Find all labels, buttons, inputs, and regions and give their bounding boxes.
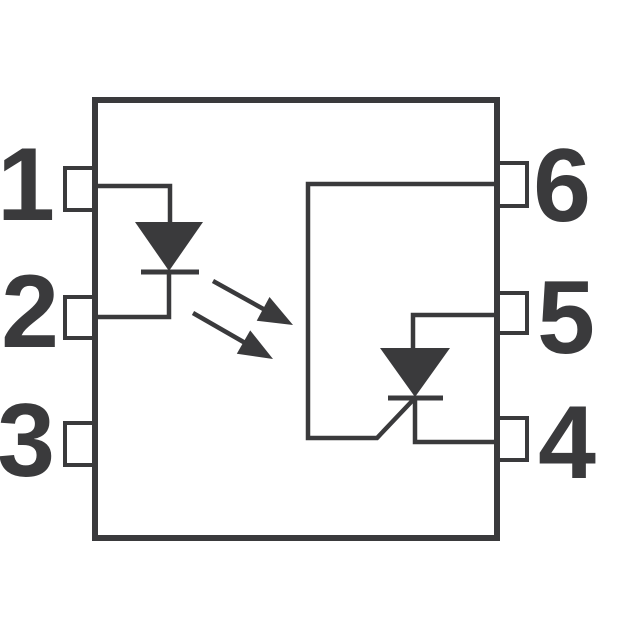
scr-triangle — [380, 348, 450, 397]
scr-gate-wire — [305, 181, 497, 441]
led-cathode-wire — [95, 271, 172, 320]
arrow-shaft — [211, 279, 269, 313]
pin-6-pad — [495, 161, 529, 208]
arrow-head — [236, 330, 273, 359]
pin-label-4: 4 — [538, 385, 596, 501]
photo-scr-symbol — [305, 181, 497, 445]
pin-label-3: 3 — [0, 383, 55, 499]
led-symbol — [95, 183, 203, 320]
arrow-head — [256, 297, 293, 325]
pin-label-2: 2 — [1, 254, 59, 370]
pin-3-pad — [63, 421, 97, 467]
scr-anode-wire — [410, 312, 497, 349]
pin-label-1: 1 — [0, 127, 55, 243]
led-triangle — [135, 222, 203, 271]
pin-1-pad — [63, 166, 97, 212]
led-anode-wire — [95, 183, 173, 223]
light-emission-arrows — [191, 279, 293, 359]
arrow-shaft — [191, 311, 249, 346]
pin-2-pad — [63, 295, 97, 340]
pin-label-5: 5 — [537, 260, 595, 376]
emission-arrow-icon — [211, 279, 293, 325]
pin-labels: 1 2 3 6 5 4 — [0, 127, 596, 501]
pin-5-pad — [495, 291, 529, 335]
pin-4-pad — [495, 416, 529, 462]
emission-arrow-icon — [191, 311, 273, 359]
pin-label-6: 6 — [533, 128, 591, 244]
scr-cathode-wire — [412, 398, 497, 445]
